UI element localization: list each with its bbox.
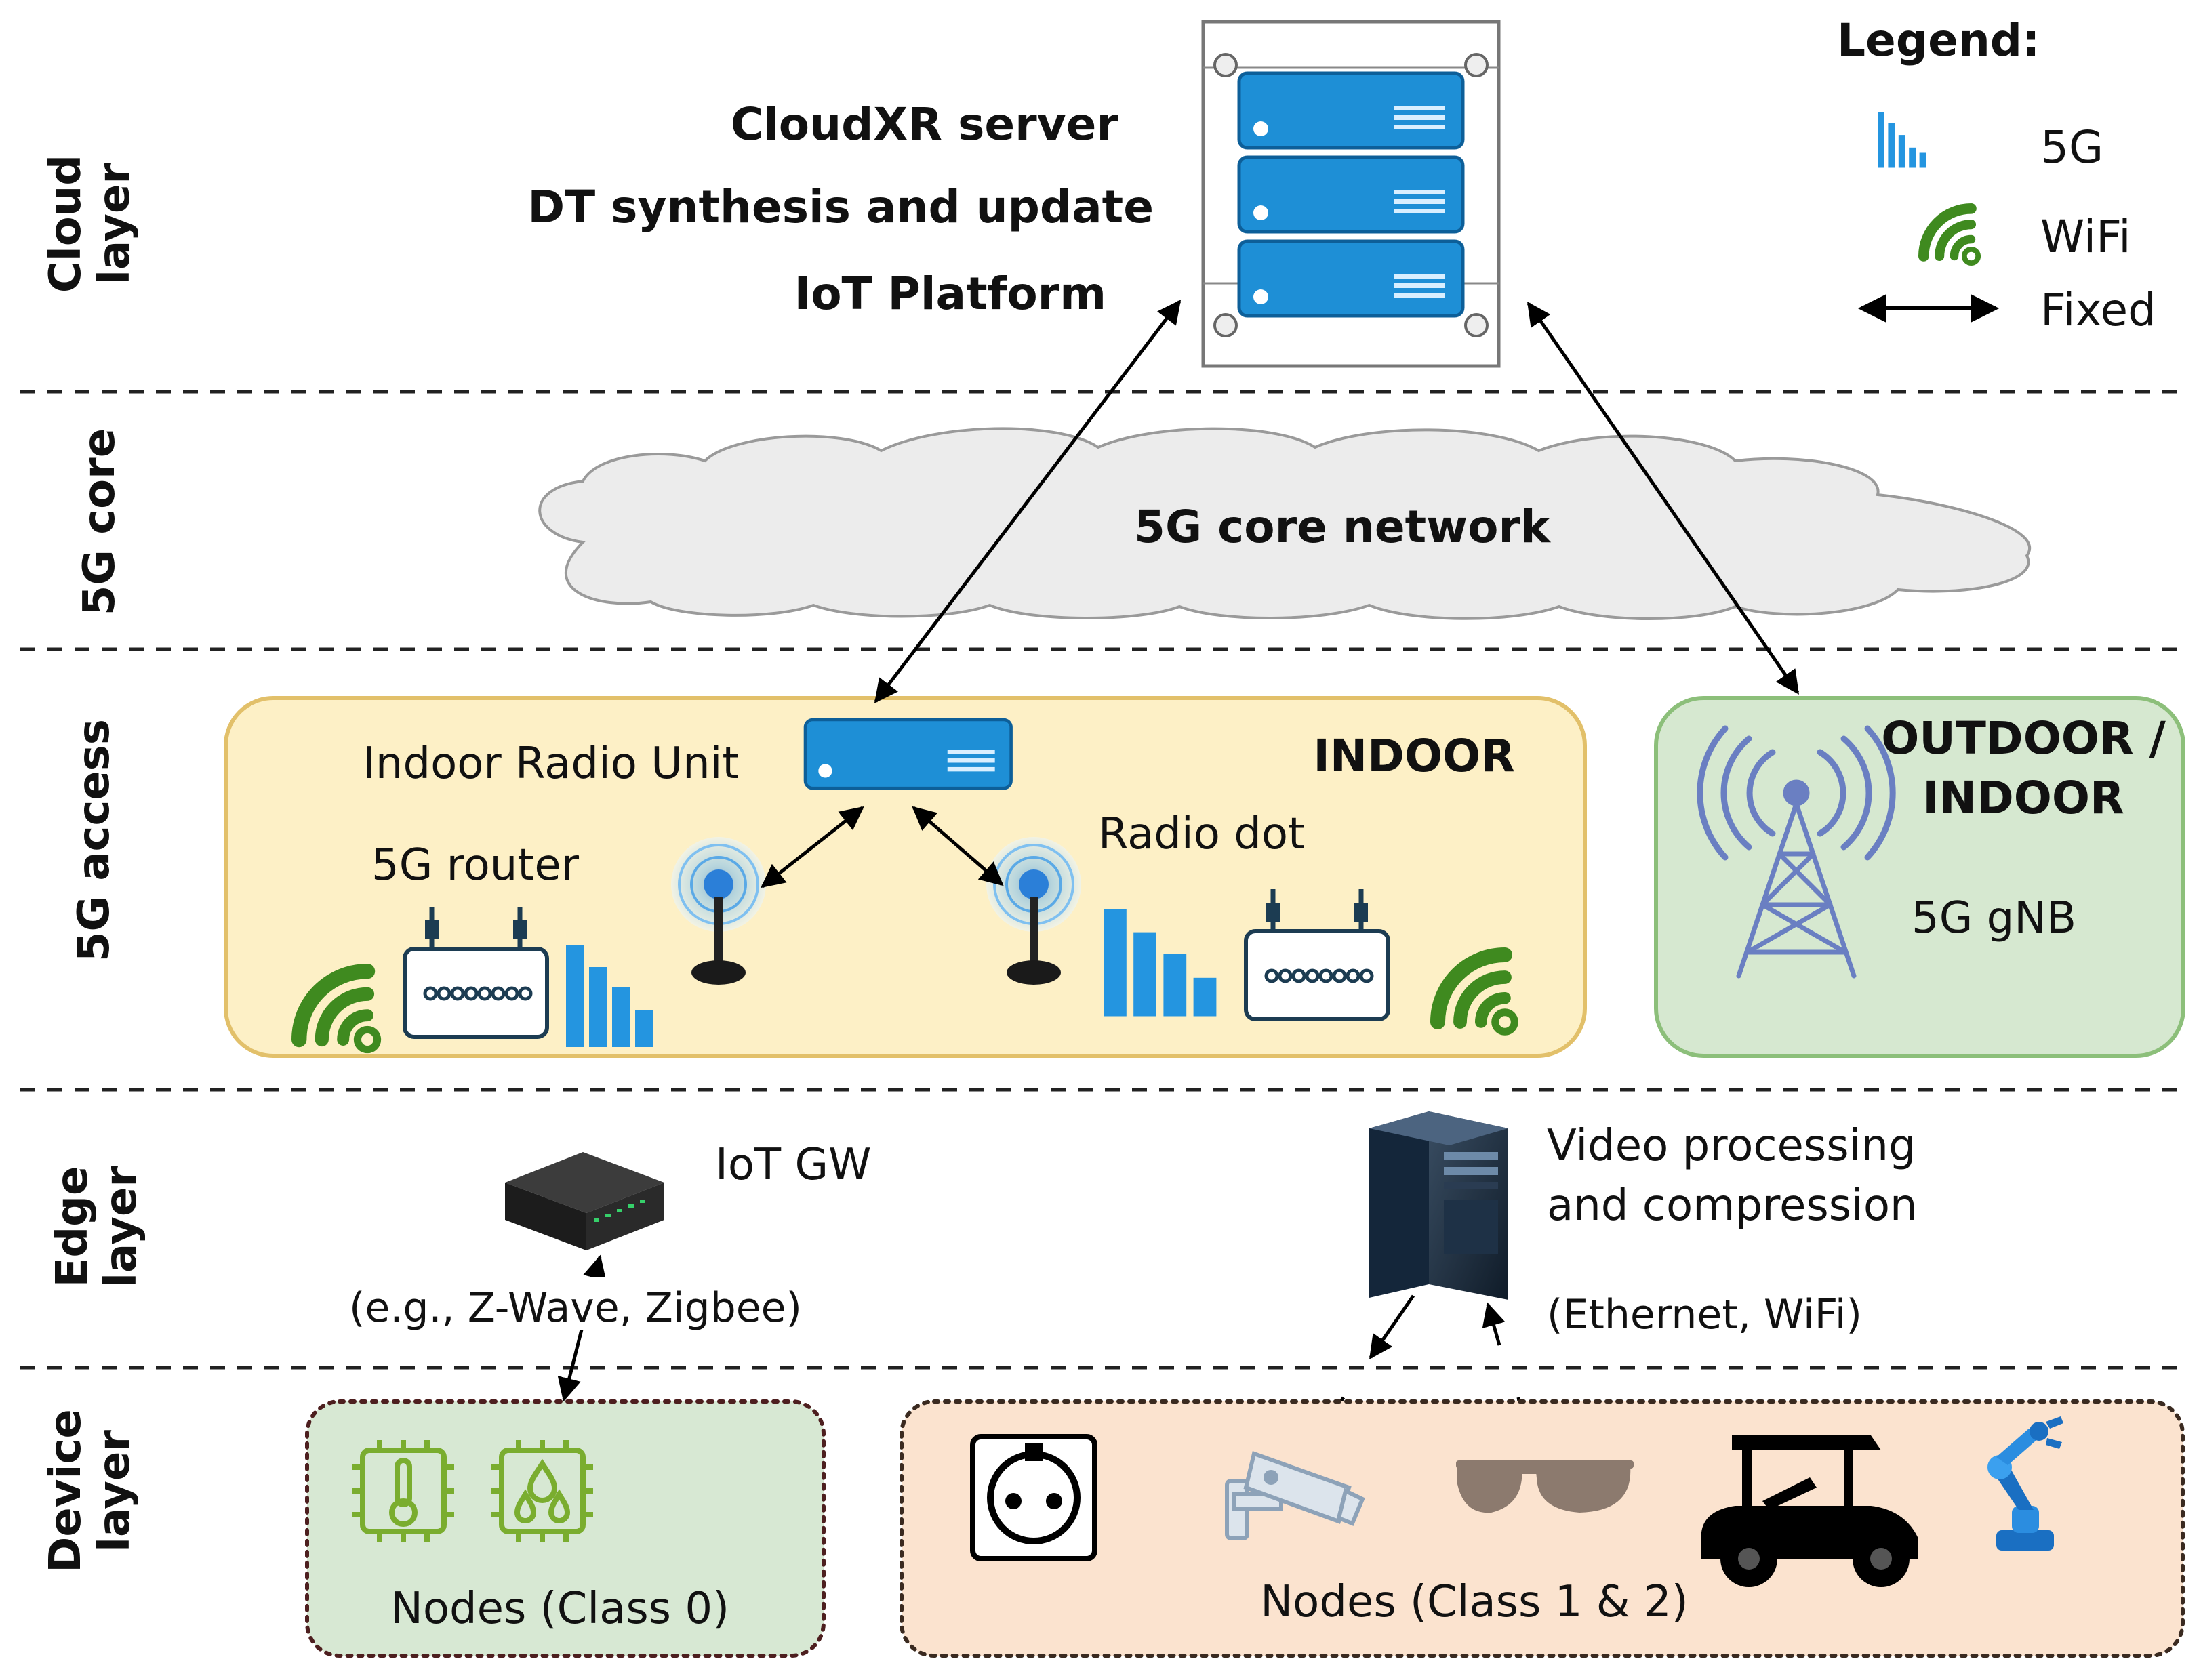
layer-label-access: 5G access: [69, 719, 119, 962]
class0-nodes-zone: Nodes (Class 0): [305, 1399, 826, 1658]
layer-labels: Cloud layer 5G core 5G access Edge layer…: [41, 155, 146, 1573]
indoor-radio-unit-icon: [805, 720, 1011, 788]
video-processing-server: Video processing and compression (Ethern…: [1369, 1111, 1918, 1338]
dt-synthesis-label: DT synthesis and update: [527, 181, 1154, 233]
server-rack-icon: [1201, 20, 1501, 368]
outdoor-title-1: OUTDOOR /: [1881, 712, 2166, 764]
layer-label-device-2: layer: [89, 1430, 140, 1552]
gnb-tower-icon: [1697, 725, 1896, 979]
outdoor-zone: OUTDOOR / INDOOR 5G gNB: [1654, 696, 2185, 1058]
robot-arm-icon: [1987, 1416, 2063, 1551]
iot-gateway: IoT GW (e.g., Z-Wave, Zigbee): [349, 1140, 871, 1332]
legend-title: Legend:: [1837, 14, 2040, 66]
legend-5g-icon: [1878, 112, 1926, 168]
class0-nodes-label: Nodes (Class 0): [390, 1584, 729, 1634]
indoor-radio-unit-label: Indoor Radio Unit: [363, 739, 740, 789]
layer-label-edge-1: Edge: [47, 1166, 98, 1288]
layer-label-cloud-1: Cloud: [41, 155, 91, 293]
5g-core-network-label: 5G core network: [1134, 501, 1552, 553]
class12-nodes-zone: Nodes (Class 1 & 2): [900, 1399, 2185, 1658]
video-processing-label-1: Video processing: [1547, 1121, 1916, 1171]
5g-gnb-label: 5G gNB: [1912, 893, 2076, 943]
golf-cart-icon: [1701, 1435, 1918, 1587]
iot-platform-label: IoT Platform: [794, 268, 1106, 320]
radio-dot-label: Radio dot: [1098, 809, 1305, 859]
legend-wifi-label: WiFi: [2040, 211, 2131, 263]
5g-router-label: 5G router: [371, 840, 580, 890]
smart-plug-icon: [970, 1434, 1097, 1561]
video-processing-label-2: and compression: [1547, 1181, 1918, 1231]
class12-nodes-label: Nodes (Class 1 & 2): [1260, 1577, 1688, 1627]
5g-core-cloud-icon: 5G core network: [538, 427, 2031, 620]
layer-separators: [20, 390, 2186, 1370]
layer-label-cloud-2: layer: [89, 163, 140, 285]
humidity-sensor-icon: [491, 1440, 593, 1542]
iot-protocols-label: (e.g., Z-Wave, Zigbee): [349, 1284, 802, 1332]
temperature-sensor-icon: [352, 1440, 454, 1542]
legend-wifi-icon: [1924, 209, 1978, 263]
cloudxr-server-label: CloudXR server: [731, 98, 1119, 150]
cloud-server-labels: CloudXR server DT synthesis and update I…: [527, 98, 1154, 320]
xr-glasses-icon: [1456, 1460, 1634, 1513]
layer-label-edge-2: layer: [96, 1166, 146, 1288]
legend-5g-label: 5G: [2040, 121, 2103, 173]
indoor-zone: INDOOR Indoor Radio Unit 5G router Radio…: [224, 696, 1587, 1058]
outdoor-title-2: INDOOR: [1922, 772, 2124, 824]
security-camera-icon: [1225, 1451, 1365, 1540]
legend: Legend: 5G WiFi Fixed: [1837, 14, 2156, 336]
iot-gw-label: IoT GW: [715, 1140, 871, 1190]
legend-fixed-label: Fixed: [2040, 284, 2156, 336]
video-links-label: (Ethernet, WiFi): [1547, 1291, 1862, 1338]
layer-label-device-1: Device: [41, 1409, 91, 1573]
layer-label-core: 5G core: [75, 428, 125, 615]
indoor-title: INDOOR: [1313, 730, 1515, 782]
